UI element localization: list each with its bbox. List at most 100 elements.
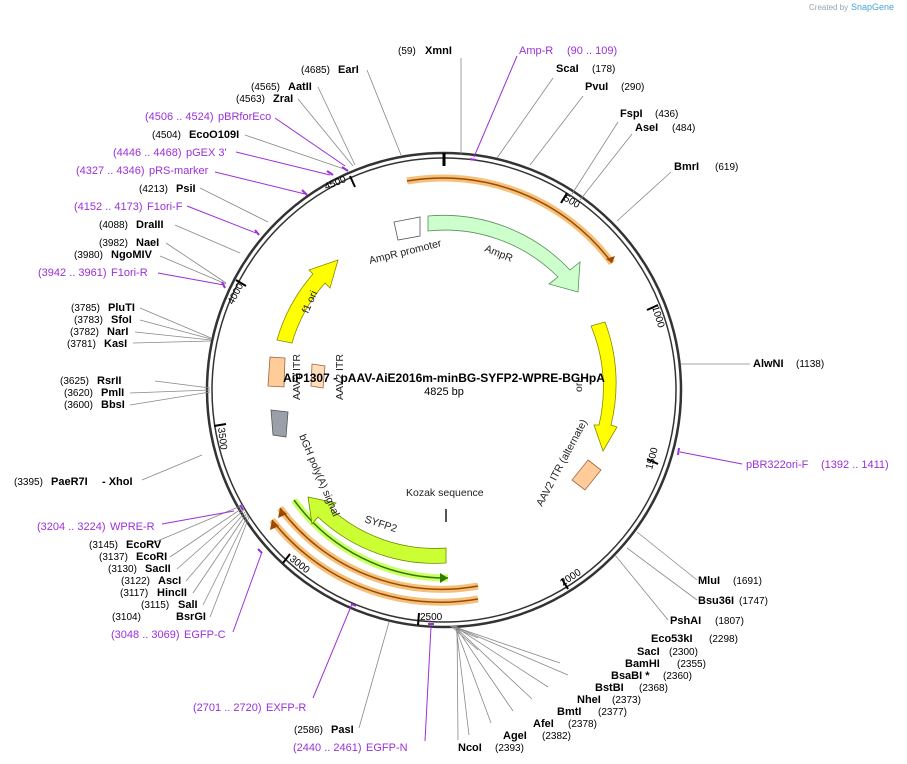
leader-bstbi <box>453 625 549 688</box>
enzyme-pos-scai: (178) <box>592 64 615 75</box>
enzyme-pos-alwni: (1138) <box>796 359 824 370</box>
primer-range-pbr322ori-f: (1392 .. 1411) <box>821 459 889 471</box>
primer-range-f1ori-r: (3942 .. 3961) <box>38 267 107 279</box>
enzyme-pos-bbsi: (3600) <box>64 400 93 411</box>
enzyme-pos-draiii: (4088) <box>99 220 128 231</box>
primer-mark-f1ori-f <box>254 229 260 236</box>
enzyme-pos-nari: (3782) <box>70 327 99 338</box>
primer-name-amp-r: Amp-R <box>519 45 553 57</box>
feature-aav2-itr-alternate <box>571 459 602 491</box>
enzyme-pos-asci: (3122) <box>121 576 150 587</box>
leader-fspi <box>571 121 619 195</box>
enzyme-pos-kasi: (3781) <box>67 339 96 350</box>
enzyme-name-eco53ki: Eco53kI <box>651 633 693 645</box>
primer-mark-f1ori-r <box>221 281 226 289</box>
enzyme-pos-ecoo109i: (4504) <box>152 130 181 141</box>
primer-name-pgex3: pGEX 3' <box>186 147 227 159</box>
orange-arc-bottom-2-inner <box>271 519 479 604</box>
feature-bgh-polya <box>270 409 289 438</box>
leader-ecori <box>169 506 245 558</box>
enzyme-name-bsrgi: BsrGI <box>176 611 206 623</box>
leader-saci <box>450 625 479 651</box>
enzyme-name-pluti: PluTI <box>108 302 135 314</box>
leader-nhei <box>453 625 533 700</box>
feature-label-ori: ori <box>573 380 585 392</box>
leader-pmli <box>129 389 211 394</box>
enzyme-name-aatii: AatII <box>288 81 312 93</box>
leader-bsrgi <box>209 516 250 618</box>
enzyme-pos-pasi: (2586) <box>294 725 323 736</box>
enzyme-labels: (59) XmnI ScaI (178) PvuI (290) FspI (43… <box>14 45 824 754</box>
tick-mark-3000 <box>282 553 291 564</box>
enzyme-name-bmti: BmtI <box>557 706 581 718</box>
primer-range-egfp-c: (3048 .. 3069) <box>111 629 180 641</box>
primer-range-exfp-r: (2701 .. 2720) <box>193 702 262 714</box>
enzyme-pos-fspi: (436) <box>655 109 678 120</box>
enzyme-name-hincii: HincII <box>157 587 187 599</box>
feature-label-aav2-itr-left: AAV2 ITR <box>291 354 303 400</box>
enzyme-name-bmri: BmrI <box>674 161 699 173</box>
primer-range-egfp-n: (2440 .. 2461) <box>293 742 362 754</box>
enzyme-name-agei: AgeI <box>503 730 527 742</box>
tick-label-2500: 2500 <box>420 612 443 623</box>
leader-sali <box>202 514 249 606</box>
primer-mark-amp-r <box>469 158 477 161</box>
primer-name-f1ori-r: F1ori-R <box>111 267 148 279</box>
leader-pvui <box>529 95 584 166</box>
leader-ngomiv <box>159 255 227 285</box>
tick-label-1500: 1500 <box>644 446 660 471</box>
primer-name-egfp-c: EGFP-C <box>184 629 226 641</box>
feature-ampr-promoter <box>393 216 421 241</box>
features <box>267 214 618 564</box>
primer-name-wpre-r: WPRE-R <box>110 521 155 533</box>
leader-bbsi <box>129 391 211 406</box>
leader-ncoi <box>456 624 459 741</box>
primer-mark-wpre-r <box>239 504 244 511</box>
feature-f1-ori <box>276 259 339 344</box>
tick-mark-1000 <box>646 304 659 311</box>
leader-mlui <box>636 531 698 581</box>
enzyme-name-paer7i: PaeR7I <box>51 476 88 488</box>
tick-mark-2000 <box>561 578 569 590</box>
primer-range-wpre-r: (3204 .. 3224) <box>37 521 106 533</box>
tick-label-1000: 1000 <box>649 305 666 330</box>
enzyme-name-saci: SacI <box>637 646 660 658</box>
leader-hincii <box>192 512 248 594</box>
tick-label-3500: 3500 <box>215 427 229 451</box>
primer-name-pbr322ori-f: pBR322ori-F <box>746 459 809 471</box>
enzyme-name-bsabi: BsaBI * <box>611 670 650 682</box>
enzyme-pos-hincii: (3117) <box>120 588 148 599</box>
enzyme-name-nari: NarI <box>107 326 128 338</box>
enzyme-pos-bsu36i: (1747) <box>739 596 768 607</box>
enzyme-name-bsu36i: Bsu36I <box>698 595 734 607</box>
enzyme-name-pvui: PvuI <box>585 81 608 93</box>
enzyme-name-eari: EarI <box>338 64 359 76</box>
leader-aatii <box>317 86 356 166</box>
tick-mark-4000 <box>235 279 247 287</box>
tick-label-4500: 4500 <box>323 174 348 193</box>
enzyme-name-ecori: EcoRI <box>136 551 167 563</box>
enzyme-pos-bamhi: (2355) <box>677 659 706 670</box>
primer-line-pgex3 <box>235 151 331 176</box>
enzyme-name-pasi: PasI <box>331 724 354 736</box>
backbone-ticks <box>213 175 659 626</box>
enzyme-name-draiii: DraIII <box>136 219 164 231</box>
enzyme-pos-saci: (2300) <box>669 647 698 658</box>
enzyme-name-asei: AseI <box>635 122 658 134</box>
leader-bmti <box>454 625 514 712</box>
primer-line-pbrforeco <box>274 117 346 167</box>
feature-syfp2 <box>307 496 447 564</box>
enzyme-name-asci: AscI <box>158 575 181 587</box>
leader-sfoi <box>139 319 212 340</box>
enzyme-pos-bmri: (619) <box>715 162 738 173</box>
enzyme-name-nhei: NheI <box>577 694 601 706</box>
feature-label-syfp2: SYFP2 <box>363 513 398 535</box>
enzyme-pos-bmti: (2377) <box>598 707 627 718</box>
feature-aav2-itr-right <box>310 363 326 389</box>
enzyme-pos-mlui: (1691) <box>733 576 762 587</box>
enzyme-pos-ecorv: (3145) <box>89 540 118 551</box>
green-arc-inner <box>293 499 449 579</box>
enzyme-pos-pshai: (1807) <box>715 616 744 627</box>
primer-mark-pbrforeco <box>341 166 349 172</box>
